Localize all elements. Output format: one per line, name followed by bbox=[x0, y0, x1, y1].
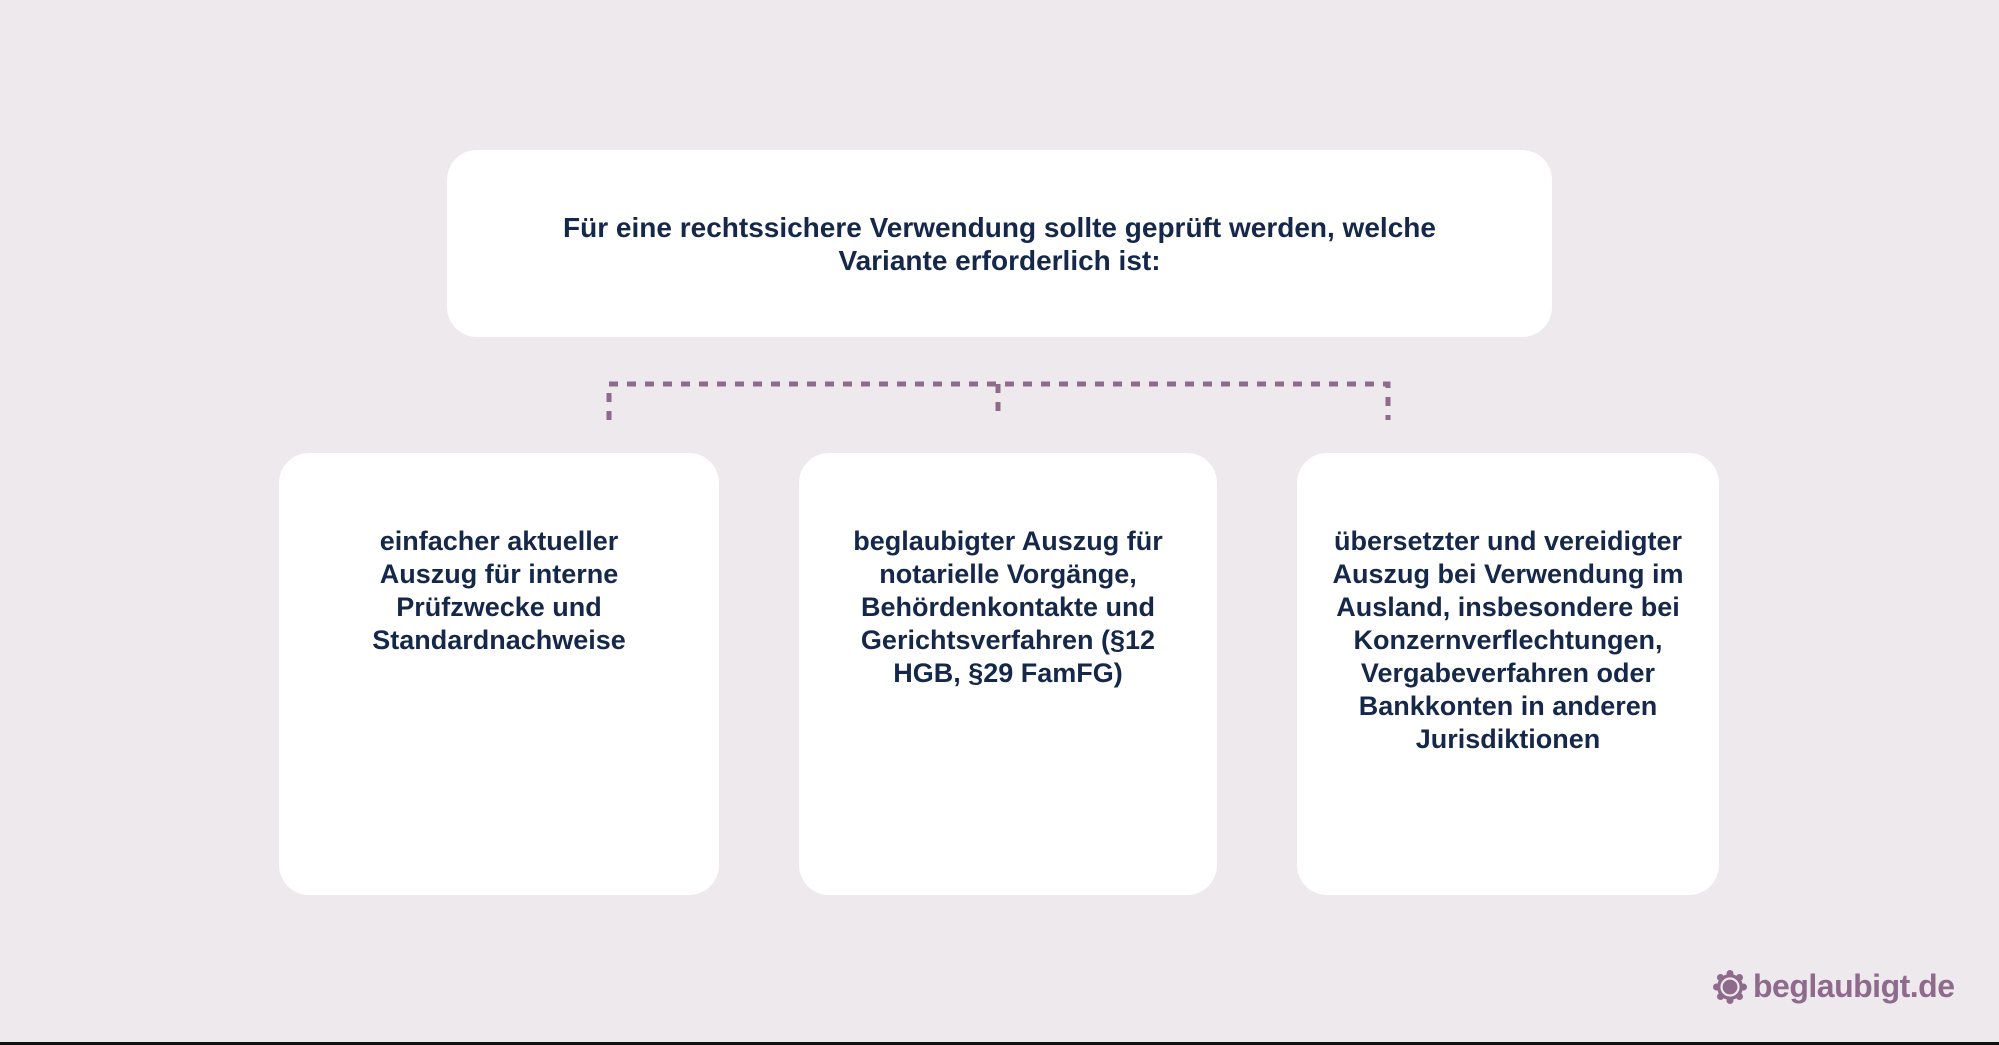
option-text: einfacher aktueller Auszug für interne P… bbox=[372, 526, 626, 655]
root-question-box: Für eine rechtssichere Verwendung sollte… bbox=[447, 150, 1552, 337]
option-card-simple: einfacher aktueller Auszug für interne P… bbox=[279, 453, 719, 895]
brand-name: beglaubigt.de bbox=[1753, 968, 1955, 1004]
brand-logo: beglaubigt.de bbox=[1713, 968, 1955, 1005]
connector-bracket bbox=[606, 381, 1391, 420]
option-text: beglaubigter Auszug für notarielle Vorgä… bbox=[853, 526, 1163, 688]
option-text: übersetzter und vereidigter Auszug bei V… bbox=[1332, 526, 1684, 754]
option-card-translated: übersetzter und vereidigter Auszug bei V… bbox=[1297, 453, 1719, 895]
root-question-text: Für eine rechtssichere Verwendung sollte… bbox=[563, 211, 1436, 276]
option-card-certified: beglaubigter Auszug für notarielle Vorgä… bbox=[799, 453, 1217, 895]
seal-icon bbox=[1713, 969, 1747, 1004]
bottom-border bbox=[0, 1042, 1999, 1045]
